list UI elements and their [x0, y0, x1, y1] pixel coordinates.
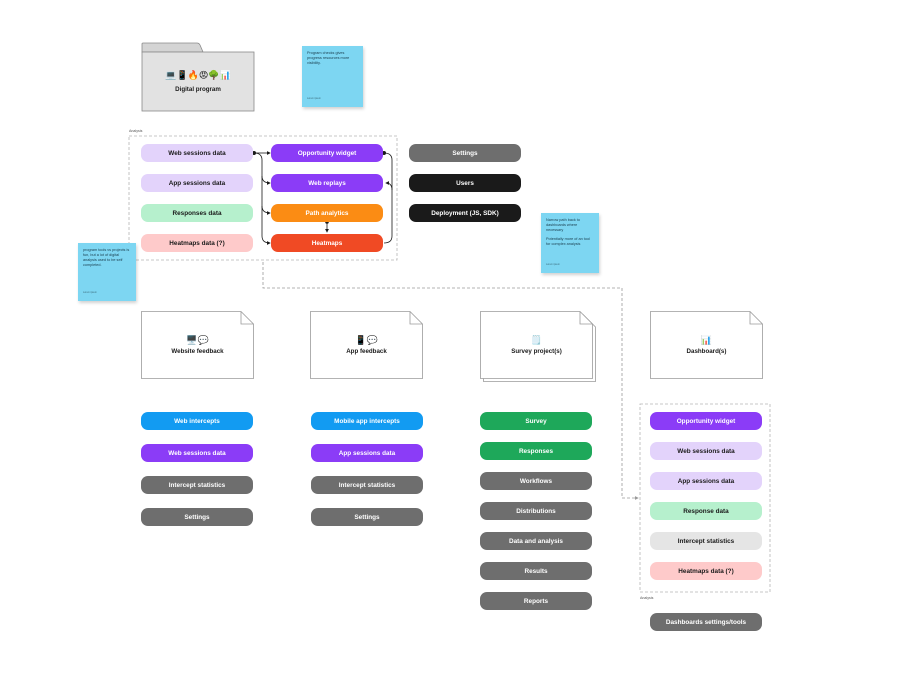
notepad-icon: 🗒️ [530, 335, 543, 345]
app-settings-button[interactable]: Settings [311, 508, 423, 526]
analysis-app-sessions-data[interactable]: App sessions data [141, 174, 253, 192]
dash-response-data[interactable]: Response data [650, 502, 762, 520]
sticky-note-left-text: program tools vs projects is fun, but a … [83, 248, 130, 267]
deployment-button[interactable]: Deployment (JS, SDK) [409, 204, 521, 222]
analysis-opportunity-widget[interactable]: Opportunity widget [271, 144, 383, 162]
monitor-chat-icon: 🖥️💬 [186, 335, 209, 345]
app-feedback-title: App feedback [346, 348, 387, 355]
sticky-note-top-footer: Lorem ipsum [307, 97, 321, 100]
dash-app-sessions-data[interactable]: App sessions data [650, 472, 762, 490]
sticky-note-right[interactable]: Narrow path back to dashboards where nec… [541, 213, 599, 273]
sticky-note-left[interactable]: program tools vs projects is fun, but a … [78, 243, 136, 301]
dashboard-analysis-label: Analysis [640, 596, 654, 600]
sticky-note-top-text: Program checks gives progress resources … [307, 51, 350, 65]
app-feedback-card[interactable]: 📱💬 App feedback [310, 311, 423, 379]
document-stack-shape [480, 311, 596, 382]
mobile-app-intercepts-button[interactable]: Mobile app intercepts [311, 412, 423, 430]
sticky-note-right-p2: Potentially more of an tool for complex … [546, 237, 590, 246]
document-shape [650, 311, 763, 379]
responses-button[interactable]: Responses [480, 442, 592, 460]
analysis-responses-data[interactable]: Responses data [141, 204, 253, 222]
dashboards-card[interactable]: 📊 Dashboard(s) [650, 311, 763, 379]
analysis-heatmaps-data[interactable]: Heatmaps data (?) [141, 234, 253, 252]
analysis-web-replays[interactable]: Web replays [271, 174, 383, 192]
results-button[interactable]: Results [480, 562, 592, 580]
web-sessions-data-button[interactable]: Web sessions data [141, 444, 253, 462]
app-sessions-data-button[interactable]: App sessions data [311, 444, 423, 462]
website-feedback-card[interactable]: 🖥️💬 Website feedback [141, 311, 254, 379]
dash-web-sessions-data[interactable]: Web sessions data [650, 442, 762, 460]
analysis-heatmaps[interactable]: Heatmaps [271, 234, 383, 252]
folder-icon [141, 42, 255, 112]
document-shape [141, 311, 254, 379]
dashboard-frame [639, 403, 771, 593]
sticky-note-right-footer: Lorem ipsum [546, 263, 560, 266]
settings-button[interactable]: Settings [409, 144, 521, 162]
web-settings-button[interactable]: Settings [141, 508, 253, 526]
dashboards-settings-tools-button[interactable]: Dashboards settings/tools [650, 613, 762, 631]
digital-program-folder[interactable]: 💻📱🔥😡🌳📊 Digital program [141, 42, 255, 112]
analysis-web-sessions-data[interactable]: Web sessions data [141, 144, 253, 162]
sticky-note-left-footer: Lorem ipsum [83, 291, 97, 294]
workflows-button[interactable]: Workflows [480, 472, 592, 490]
analysis-frame [128, 135, 398, 261]
survey-projects-card[interactable]: 🗒️ Survey project(s) [480, 311, 596, 382]
analysis-label: Analysis [129, 129, 143, 133]
web-intercepts-button[interactable]: Web intercepts [141, 412, 253, 430]
distributions-button[interactable]: Distributions [480, 502, 592, 520]
folder-emoji-icons: 💻📱🔥😡🌳📊 [165, 70, 231, 80]
folder-title: Digital program [175, 86, 221, 93]
dash-intercept-statistics[interactable]: Intercept statistics [650, 532, 762, 550]
phone-chat-icon: 📱💬 [355, 335, 378, 345]
web-intercept-statistics-button[interactable]: Intercept statistics [141, 476, 253, 494]
survey-button[interactable]: Survey [480, 412, 592, 430]
survey-projects-title: Survey project(s) [511, 348, 562, 355]
dashboards-title: Dashboard(s) [686, 348, 727, 355]
analysis-path-analytics[interactable]: Path analytics [271, 204, 383, 222]
dash-heatmaps-data[interactable]: Heatmaps data (?) [650, 562, 762, 580]
app-intercept-statistics-button[interactable]: Intercept statistics [311, 476, 423, 494]
bar-chart-icon: 📊 [700, 335, 713, 345]
dash-opportunity-widget[interactable]: Opportunity widget [650, 412, 762, 430]
data-and-analysis-button[interactable]: Data and analysis [480, 532, 592, 550]
reports-button[interactable]: Reports [480, 592, 592, 610]
users-button[interactable]: Users [409, 174, 521, 192]
website-feedback-title: Website feedback [171, 348, 224, 355]
sticky-note-top[interactable]: Program checks gives progress resources … [302, 46, 363, 107]
sticky-note-right-p1: Narrow path back to dashboards where nec… [546, 218, 580, 232]
document-shape [310, 311, 423, 379]
